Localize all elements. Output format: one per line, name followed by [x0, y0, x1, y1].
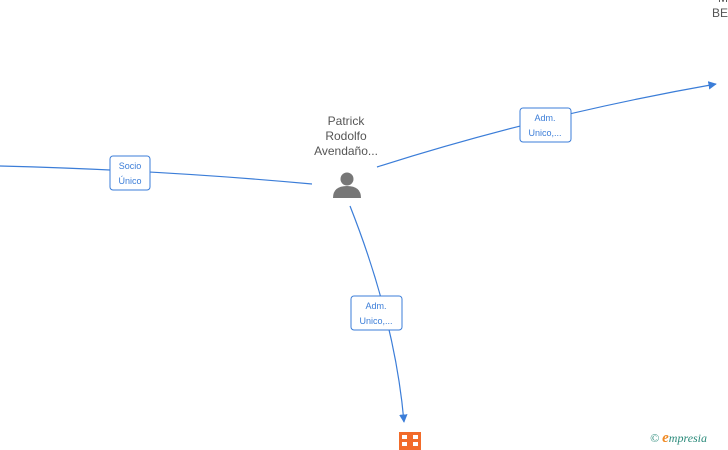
person-name-line: Patrick	[327, 114, 365, 128]
edge-label-right[interactable]: Adm. Unico,...	[519, 107, 572, 143]
brand-initial: e	[662, 430, 669, 446]
offscreen-node-name[interactable]: M BE	[708, 0, 728, 21]
person-name-line: Avendaño...	[314, 144, 378, 158]
offscreen-name-line: BE	[711, 6, 728, 20]
edge-label-line: Único	[118, 176, 141, 186]
edge-label-line: Adm.	[534, 113, 555, 123]
edge-label-line: Adm.	[365, 301, 386, 311]
building-icon[interactable]	[399, 432, 421, 450]
empresia-watermark: © empresia	[650, 430, 707, 447]
edge-label-down[interactable]: Adm. Unico,...	[350, 295, 403, 331]
offscreen-name-line: M	[708, 0, 728, 6]
person-node-name[interactable]: Patrick Rodolfo Avendaño...	[296, 114, 396, 159]
edge-label-line: Unico,...	[359, 316, 392, 326]
edge-label-line: Unico,...	[528, 128, 561, 138]
copyright-symbol: ©	[650, 431, 660, 445]
edge-label-left[interactable]: Socio Único	[109, 155, 151, 191]
person-name-line: Rodolfo	[325, 129, 367, 143]
edge-label-line: Socio	[119, 161, 142, 171]
edge-left	[0, 165, 313, 185]
brand-name: mpresia	[668, 431, 708, 445]
person-icon[interactable]	[333, 172, 361, 199]
